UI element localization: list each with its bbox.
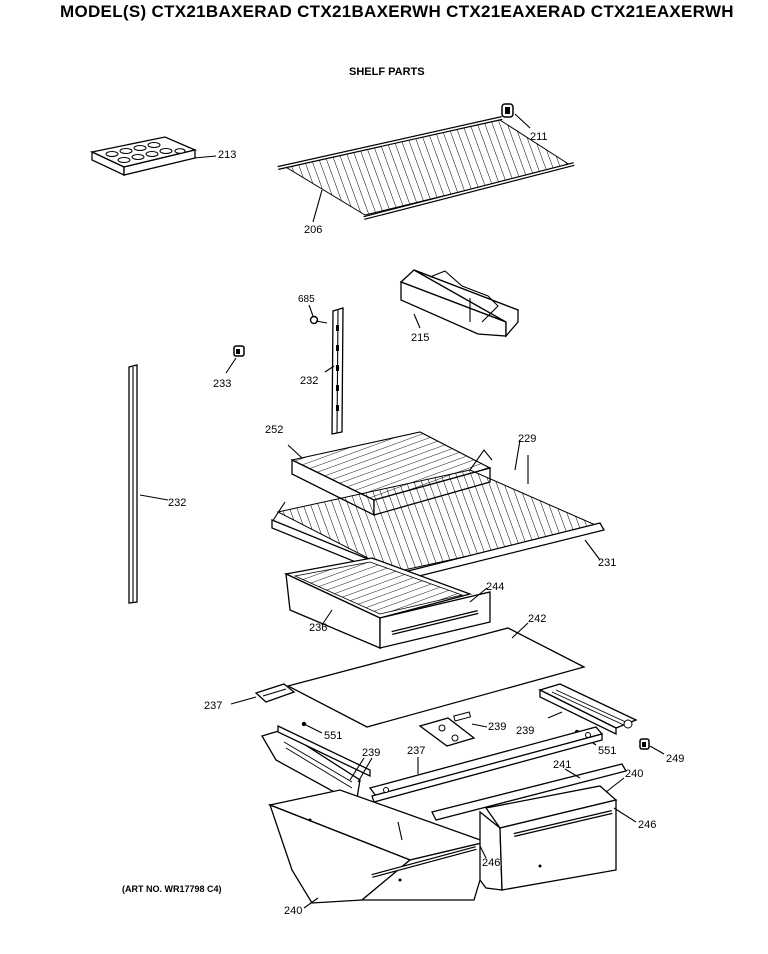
label-215: 215: [411, 332, 429, 344]
label-237-left: 237: [204, 700, 222, 712]
label-239-left: 239: [362, 747, 380, 759]
label-240-right: 240: [625, 768, 643, 780]
part-215-tray: [399, 269, 520, 338]
part-244-drawer-front: [469, 587, 488, 603]
part-213-egg-tray: [89, 136, 217, 177]
part-239-left-rail: [261, 724, 373, 806]
label-232-short: 232: [300, 375, 318, 387]
part-232-short-rail: [324, 307, 344, 435]
part-239-right-rail: [538, 683, 638, 736]
label-239-center: 239: [488, 721, 506, 733]
part-240-crisper-left: [267, 789, 489, 909]
label-232-long: 232: [168, 497, 186, 509]
label-252: 252: [265, 424, 283, 436]
part-685-screw: [308, 304, 328, 325]
label-233: 233: [213, 378, 231, 390]
part-labels: 213 211 206 685 215 233 232 232 252 229 …: [168, 131, 684, 917]
label-242: 242: [528, 613, 546, 625]
part-237-long-bracket: [368, 726, 604, 803]
label-249: 249: [666, 753, 684, 765]
label-244: 244: [486, 581, 504, 593]
label-551-right: 551: [598, 745, 616, 757]
label-237-long: 237: [407, 745, 425, 757]
part-246-handles: [479, 807, 637, 859]
label-240-left: 240: [284, 905, 302, 917]
label-206: 206: [304, 224, 322, 236]
label-239-right: 239: [516, 725, 534, 737]
label-246-left: 246: [482, 857, 500, 869]
page-title: MODEL(S) CTX21BAXERAD CTX21BAXERWH CTX21…: [60, 2, 734, 21]
art-number: (ART NO. WR17798 C4): [122, 884, 222, 894]
part-551-pin-left: [301, 721, 323, 734]
part-206-wire-shelf: [277, 116, 575, 223]
part-242-glass: [286, 622, 586, 728]
part-211-clip: [501, 103, 531, 129]
part-236-drawer: [283, 557, 491, 649]
label-241: 241: [553, 759, 571, 771]
label-551-left: 551: [324, 730, 342, 742]
part-240-crisper-right: [479, 777, 625, 891]
label-229: 229: [518, 433, 536, 445]
label-685: 685: [298, 294, 315, 305]
part-239-center-bracket: [418, 711, 488, 747]
label-246-right: 246: [638, 819, 656, 831]
part-232-long-rail: [128, 364, 169, 604]
part-241-cross-bar: [431, 763, 627, 821]
section-title: SHELF PARTS: [349, 66, 425, 78]
part-249-clip: [639, 738, 665, 755]
part-237-bracket-left: [230, 683, 296, 705]
part-233-clip: [225, 345, 245, 374]
label-231: 231: [598, 557, 616, 569]
label-211: 211: [530, 131, 548, 143]
label-236: 236: [309, 622, 327, 634]
label-213: 213: [218, 149, 236, 161]
